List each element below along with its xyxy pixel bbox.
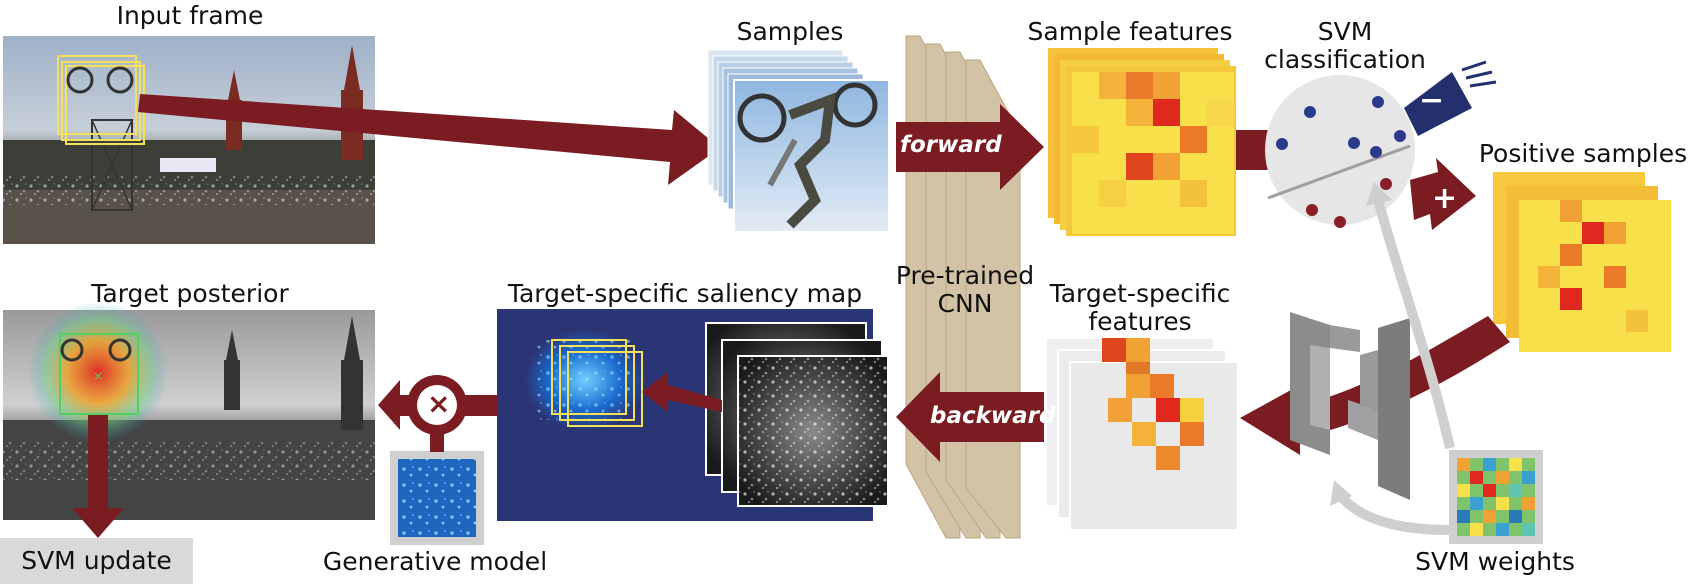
svg-text:×: × xyxy=(93,369,103,383)
plus-sign: + xyxy=(1432,181,1458,216)
svm-weights-arrowhead-back xyxy=(1330,480,1352,506)
svm-weights-grid xyxy=(1449,450,1543,544)
minus-sign: − xyxy=(1419,83,1445,118)
label-saliency-map: Target-specific saliency map xyxy=(507,279,863,308)
forward-arrow xyxy=(896,104,1044,190)
input-frame-image xyxy=(3,36,375,244)
label-samples: Samples xyxy=(736,17,844,46)
target-posterior-image: × xyxy=(3,302,375,520)
label-forward: forward xyxy=(900,132,1002,158)
multiply-sign: × xyxy=(427,387,451,420)
svm-update-box: SVM update xyxy=(0,538,193,584)
sample-features-front-grid xyxy=(1072,72,1234,234)
label-generative-model: Generative model xyxy=(322,547,548,576)
generative-model xyxy=(390,420,484,545)
label-pretrained-1: Pre-trained xyxy=(895,261,1035,290)
label-svm-classification-1: SVM xyxy=(1317,17,1373,46)
backward-arrow xyxy=(896,372,1044,462)
label-ts-features-1: Target-specific xyxy=(1049,279,1231,308)
svm-weight-projection-shapes xyxy=(1290,312,1410,500)
label-target-posterior: Target posterior xyxy=(91,279,289,308)
arrow-features-to-svm xyxy=(1236,130,1275,170)
arrow-saliency-to-posterior xyxy=(460,395,497,416)
positive-samples-stack xyxy=(1493,172,1671,352)
label-svm-weights: SVM weights xyxy=(1415,547,1575,576)
label-sample-features: Sample features xyxy=(1027,17,1233,46)
target-specific-features-stack xyxy=(1045,337,1239,531)
arrow-multiply-to-posterior xyxy=(378,380,410,430)
multiply-node-inner xyxy=(417,385,457,425)
label-svm-classification-2: classification xyxy=(1264,45,1426,74)
label-positive-samples: Positive samples xyxy=(1478,139,1688,168)
arrow-posterior-to-update xyxy=(72,415,124,538)
svm-weights-arrow-up xyxy=(1373,198,1455,450)
sample-features-stack xyxy=(1048,48,1236,236)
samples-stack xyxy=(707,49,890,233)
label-pretrained-2: CNN xyxy=(937,289,993,318)
label-backward: backward xyxy=(930,403,1056,429)
saliency-map-panel xyxy=(497,309,889,521)
label-input-frame: Input frame xyxy=(116,1,264,30)
svm-weights-arrow-back xyxy=(1336,491,1451,535)
label-ts-features-2: features xyxy=(1088,307,1192,336)
arrow-frame-to-samples xyxy=(138,94,720,185)
svm-weights-arrowhead-up xyxy=(1366,182,1392,206)
